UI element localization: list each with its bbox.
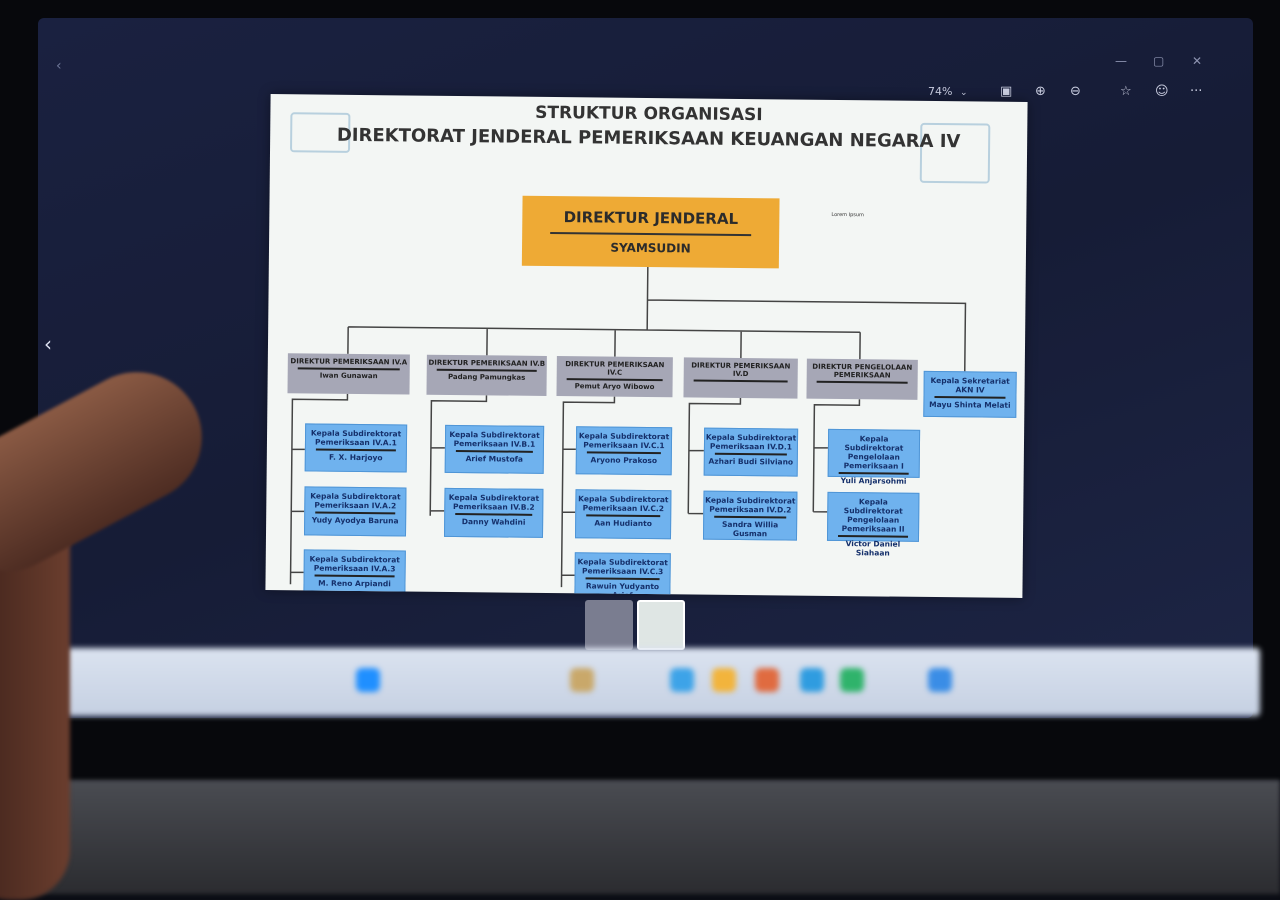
role: Kepala Subdirektorat Pemeriksaan IV.B.1 bbox=[449, 429, 540, 449]
role: Kepala Subdirektorat Pengelolaan Pemerik… bbox=[843, 434, 904, 471]
role: Kepala Subdirektorat Pemeriksaan IV.C.1 bbox=[578, 431, 670, 451]
taskbar-app-icon[interactable] bbox=[570, 668, 594, 692]
role: Kepala Subdirektorat Pemeriksaan IV.B.2 bbox=[448, 492, 540, 512]
taskbar-app-icon[interactable] bbox=[712, 668, 736, 692]
favorite-icon[interactable]: ☆ bbox=[1120, 84, 1132, 99]
name: Mayu Shinta Melati bbox=[929, 399, 1011, 410]
name: M. Reno Arpiandi bbox=[318, 578, 391, 588]
start-icon[interactable] bbox=[356, 668, 380, 692]
secretariat-box: Kepala Sekretariat AKN IV Mayu Shinta Mel… bbox=[923, 370, 1017, 418]
role: Kepala Subdirektorat Pemeriksaan IV.A.3 bbox=[309, 554, 400, 574]
connector-lines bbox=[289, 267, 967, 588]
taskbar-app-icon[interactable] bbox=[670, 668, 694, 692]
org-chart-slide: STRUKTUR ORGANISASI DIREKTORAT JENDERAL … bbox=[265, 94, 1028, 598]
role: DIREKTUR PENGELOLAAN PEMERIKSAAN bbox=[812, 362, 913, 380]
name: Danny Wahdini bbox=[461, 516, 526, 527]
name bbox=[684, 383, 798, 384]
minimize-icon[interactable]: — bbox=[1115, 54, 1127, 68]
maximize-icon[interactable]: ▢ bbox=[1153, 54, 1165, 68]
subdirectorate-box: Kepala Subdirektorat Pengelolaan Pemerik… bbox=[827, 428, 921, 485]
role: Kepala Sekretariat AKN IV bbox=[930, 375, 1010, 395]
name bbox=[807, 384, 918, 385]
role: Kepala Subdirektorat Pemeriksaan IV.A.2 bbox=[310, 491, 401, 511]
zoom-in-icon[interactable]: ⊕ bbox=[1035, 84, 1046, 99]
taskbar bbox=[65, 648, 1260, 716]
role: DIREKTUR PEMERIKSAAN IV.B bbox=[428, 358, 546, 368]
name: F. X. Harjoyo bbox=[329, 452, 383, 462]
thumbnail[interactable] bbox=[585, 600, 633, 650]
laptop-keyboard bbox=[0, 780, 1280, 894]
role: Kepala Subdirektorat Pengelolaan Pemerik… bbox=[841, 497, 905, 534]
previous-image-arrow[interactable]: ‹ bbox=[44, 332, 52, 356]
more-icon[interactable]: ··· bbox=[1190, 84, 1203, 99]
role: Kepala Subdirektorat Pemeriksaan IV.D.2 bbox=[705, 495, 796, 515]
director-box: DIREKTUR PEMERIKSAAN IV.D bbox=[683, 357, 798, 399]
director-box: DIREKTUR PEMERIKSAAN IV.C Pemut Aryo Wibo… bbox=[556, 356, 673, 398]
taskbar-app-icon[interactable] bbox=[928, 668, 952, 692]
director-general-box: DIREKTUR JENDERAL SYAMSUDIN bbox=[521, 195, 780, 269]
taskbar-app-icon[interactable] bbox=[840, 668, 864, 692]
chevron-down-icon[interactable]: ⌄ bbox=[960, 88, 968, 98]
role: DIREKTUR PEMERIKSAAN IV.D bbox=[691, 361, 791, 379]
director-box: DIREKTUR PENGELOLAAN PEMERIKSAAN bbox=[806, 358, 918, 400]
emoji-icon[interactable]: ☺ bbox=[1155, 84, 1169, 99]
name: Victor Daniel Siahaan bbox=[845, 538, 901, 558]
role: Kepala Subdirektorat Pemeriksaan IV.D.1 bbox=[705, 432, 797, 452]
thumbnail-selected[interactable] bbox=[637, 600, 685, 650]
name: SYAMSUDIN bbox=[610, 240, 691, 256]
name: Padang Pamungkas bbox=[447, 372, 526, 382]
name: Sandra Willia Gusman bbox=[722, 519, 779, 538]
name: Yudy Ayodya Baruna bbox=[311, 515, 399, 525]
director-box: DIREKTUR PEMERIKSAAN IV.B Padang Pamungka… bbox=[426, 354, 547, 396]
name: Aan Hudianto bbox=[594, 517, 652, 528]
role: Kepala Subdirektorat Pemeriksaan IV.C.3 bbox=[577, 557, 668, 577]
director-box: DIREKTUR PEMERIKSAAN IV.A Iwan Gunawan bbox=[287, 353, 410, 395]
name: Iwan Gunawan bbox=[319, 371, 378, 380]
taskbar-app-icon[interactable] bbox=[800, 668, 824, 692]
name: Yuli Anjarsohmi bbox=[840, 475, 907, 486]
name: Aryono Prakoso bbox=[590, 454, 658, 465]
filmstrip bbox=[585, 600, 685, 650]
name: Pemut Aryo Wibowo bbox=[574, 381, 655, 391]
role: DIREKTUR JENDERAL bbox=[563, 208, 739, 228]
name: Arief Mustofa bbox=[465, 453, 524, 464]
taskbar-app-icon[interactable] bbox=[755, 668, 779, 692]
name: Azhari Budi Silviano bbox=[708, 456, 794, 467]
close-icon[interactable]: ✕ bbox=[1192, 54, 1203, 68]
subdirectorate-box: Kepala Subdirektorat Pengelolaan Pemerik… bbox=[826, 491, 920, 557]
fit-icon[interactable]: ▣ bbox=[1000, 84, 1013, 99]
role: DIREKTUR PEMERIKSAAN IV.C bbox=[565, 360, 665, 377]
role: Kepala Subdirektorat Pemeriksaan IV.C.2 bbox=[578, 494, 669, 514]
role: DIREKTUR PEMERIKSAAN IV.A bbox=[290, 357, 408, 367]
back-arrow-icon[interactable]: ‹ bbox=[56, 58, 62, 74]
zoom-out-icon[interactable]: ⊖ bbox=[1070, 84, 1081, 99]
zoom-level[interactable]: 74% bbox=[928, 85, 953, 98]
role: Kepala Subdirektorat Pemeriksaan IV.A.1 bbox=[310, 428, 402, 448]
